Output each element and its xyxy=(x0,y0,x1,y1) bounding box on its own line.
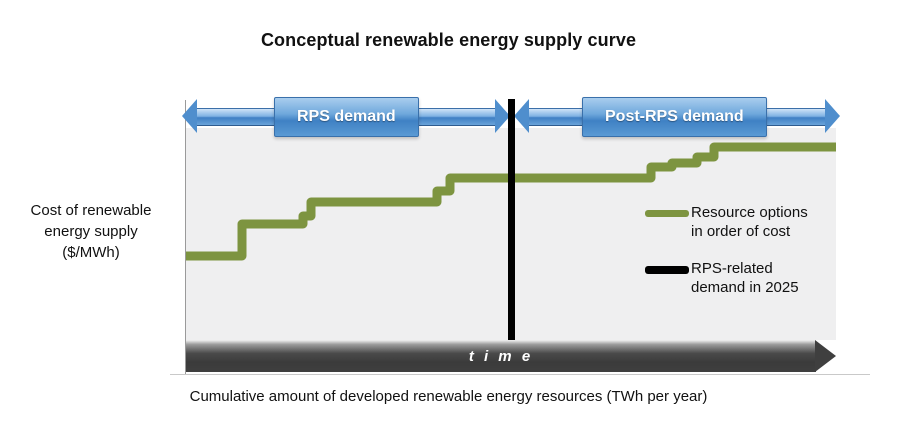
x-axis-line xyxy=(170,374,870,375)
post-rps-arrow-left-icon xyxy=(514,99,529,133)
time-arrow-head-icon xyxy=(815,340,836,372)
legend-label-line-2: in order of cost xyxy=(691,223,791,240)
legend-label-line-1: Resource options xyxy=(691,204,808,221)
page-title: Conceptual renewable energy supply curve xyxy=(260,30,637,50)
y-axis-label-line-1: Cost of renewable xyxy=(30,202,152,219)
time-arrow-band: t i m e xyxy=(186,340,836,372)
legend-item-resource-options: Resource options in order of cost xyxy=(645,203,845,241)
time-arrow-label: t i m e xyxy=(468,348,534,365)
time-arrow-body xyxy=(186,340,816,372)
y-axis-label: Cost of renewable energy supply ($/MWh) xyxy=(5,200,177,263)
x-axis-label: Cumulative amount of developed renewable… xyxy=(189,388,708,405)
rps-demand-band: RPS demand xyxy=(182,97,510,137)
post-rps-arrow-right-icon xyxy=(825,99,840,133)
legend-label-line-1: RPS-related xyxy=(691,260,773,277)
legend-label-resource-options: Resource options in order of cost xyxy=(691,203,808,241)
legend-swatch-black-icon xyxy=(645,266,689,274)
y-axis-label-line-2: energy supply xyxy=(44,223,138,240)
legend-swatch-green-icon xyxy=(645,210,689,217)
rps-demand-label: RPS demand xyxy=(274,97,419,137)
rps-arrow-left-icon xyxy=(182,99,197,133)
post-rps-demand-label: Post-RPS demand xyxy=(582,97,767,137)
legend-label-rps-demand: RPS-related demand in 2025 xyxy=(691,259,799,297)
legend-label-line-2: demand in 2025 xyxy=(691,279,799,296)
y-axis-line xyxy=(185,100,186,375)
y-axis-label-line-3: ($/MWh) xyxy=(62,244,120,261)
rps-arrow-right-icon xyxy=(495,99,510,133)
legend-item-rps-demand: RPS-related demand in 2025 xyxy=(645,259,845,297)
post-rps-demand-band: Post-RPS demand xyxy=(514,97,840,137)
chart-legend: Resource options in order of cost RPS-re… xyxy=(645,203,845,315)
rps-demand-divider xyxy=(508,99,515,345)
